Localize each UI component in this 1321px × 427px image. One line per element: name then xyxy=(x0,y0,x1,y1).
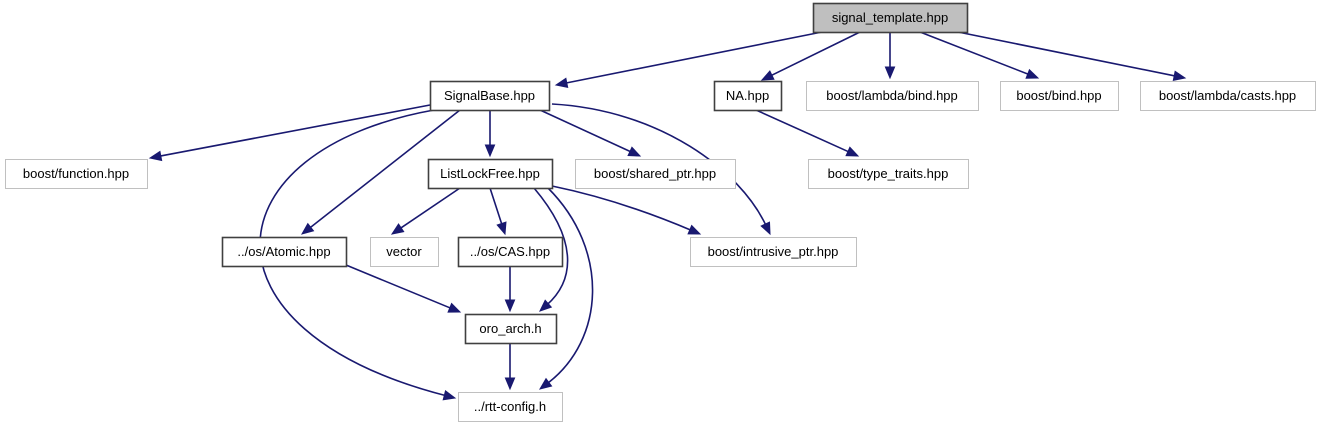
arrowhead-listlockfree-to-vector xyxy=(390,223,405,235)
arrowhead-signalbase-to-rtt_config xyxy=(442,389,457,401)
edge-signal_template-to-lambda_casts xyxy=(957,31,1177,77)
node-box-cas[interactable] xyxy=(457,236,564,268)
edge-signal_template-to-signalbase xyxy=(564,31,823,85)
edge-signalbase-to-intrusive_ptr xyxy=(551,103,767,227)
node-label-vector: vector xyxy=(386,244,422,259)
node-box-atomic[interactable] xyxy=(221,236,348,268)
edge-layer xyxy=(148,31,1187,401)
arrowhead-listlockfree-to-rtt_config xyxy=(538,377,553,390)
arrowhead-signal_template-to-lambda_bind xyxy=(884,66,896,80)
node-box-boost_bind[interactable] xyxy=(1000,81,1119,111)
node-na[interactable]: NA.hpp xyxy=(713,80,783,112)
arrowhead-oro_arch-to-rtt_config xyxy=(504,377,516,391)
node-boost_function[interactable]: boost/function.hpp xyxy=(5,159,148,189)
node-cas[interactable]: ../os/CAS.hpp xyxy=(457,236,564,268)
node-box-boost_function[interactable] xyxy=(5,159,148,189)
node-boost_bind[interactable]: boost/bind.hpp xyxy=(1000,81,1119,111)
arrowhead-na-to-type_traits xyxy=(845,146,860,157)
edge-signalbase-to-atomic xyxy=(308,109,461,230)
node-label-intrusive_ptr: boost/intrusive_ptr.hpp xyxy=(708,244,839,259)
node-label-listlockfree: ListLockFree.hpp xyxy=(440,166,540,181)
arrowhead-signalbase-to-boost_function xyxy=(148,150,163,162)
edge-atomic-to-oro_arch xyxy=(345,264,452,310)
edge-signal_template-to-na xyxy=(769,31,861,77)
arrowhead-signal_template-to-boost_bind xyxy=(1025,68,1040,79)
node-label-shared_ptr: boost/shared_ptr.hpp xyxy=(594,166,716,181)
node-box-rtt_config[interactable] xyxy=(458,392,563,422)
arrowhead-signal_template-to-na xyxy=(760,70,775,81)
node-box-listlockfree[interactable] xyxy=(427,158,554,190)
node-label-lambda_bind: boost/lambda/bind.hpp xyxy=(826,88,958,103)
edge-listlockfree-to-vector xyxy=(399,187,461,230)
edge-listlockfree-to-oro_arch xyxy=(533,187,569,306)
node-lambda_bind[interactable]: boost/lambda/bind.hpp xyxy=(806,81,979,111)
node-signalbase[interactable]: SignalBase.hpp xyxy=(429,80,551,112)
edge-listlockfree-to-cas xyxy=(489,187,503,226)
edge-signalbase-to-boost_function xyxy=(158,104,431,158)
node-label-cas: ../os/CAS.hpp xyxy=(470,244,550,259)
edge-na-to-type_traits xyxy=(755,109,851,154)
node-label-oro_arch: oro_arch.h xyxy=(479,321,541,336)
node-label-boost_function: boost/function.hpp xyxy=(23,166,129,181)
node-listlockfree[interactable]: ListLockFree.hpp xyxy=(427,158,554,190)
arrowhead-listlockfree-to-intrusive_ptr xyxy=(687,224,702,235)
arrowhead-signalbase-to-intrusive_ptr xyxy=(760,221,771,236)
edge-signal_template-to-boost_bind xyxy=(919,31,1030,76)
node-signal_template[interactable]: signal_template.hpp xyxy=(812,2,969,34)
node-box-vector[interactable] xyxy=(370,237,439,267)
node-box-shared_ptr[interactable] xyxy=(575,159,736,189)
node-box-na[interactable] xyxy=(713,80,783,112)
node-label-lambda_casts: boost/lambda/casts.hpp xyxy=(1159,88,1296,103)
node-label-rtt_config: ../rtt-config.h xyxy=(474,399,546,414)
node-box-intrusive_ptr[interactable] xyxy=(690,237,857,267)
node-box-lambda_casts[interactable] xyxy=(1140,81,1316,111)
node-label-boost_bind: boost/bind.hpp xyxy=(1016,88,1101,103)
arrowhead-signal_template-to-signalbase xyxy=(554,77,569,89)
edge-listlockfree-to-intrusive_ptr xyxy=(551,185,693,232)
edge-listlockfree-to-rtt_config xyxy=(546,187,594,385)
node-box-oro_arch[interactable] xyxy=(464,313,558,345)
node-label-type_traits: boost/type_traits.hpp xyxy=(828,166,949,181)
node-type_traits[interactable]: boost/type_traits.hpp xyxy=(808,159,969,189)
node-box-type_traits[interactable] xyxy=(808,159,969,189)
node-shared_ptr[interactable]: boost/shared_ptr.hpp xyxy=(575,159,736,189)
node-atomic[interactable]: ../os/Atomic.hpp xyxy=(221,236,348,268)
node-box-signalbase[interactable] xyxy=(429,80,551,112)
arrowhead-signal_template-to-lambda_casts xyxy=(1172,70,1187,81)
node-box-signal_template[interactable] xyxy=(812,2,969,34)
node-box-lambda_bind[interactable] xyxy=(806,81,979,111)
node-vector[interactable]: vector xyxy=(370,237,439,267)
arrowhead-atomic-to-oro_arch xyxy=(447,302,462,313)
arrowhead-listlockfree-to-oro_arch xyxy=(539,299,553,312)
node-label-atomic: ../os/Atomic.hpp xyxy=(237,244,330,259)
arrowhead-signalbase-to-shared_ptr xyxy=(627,146,642,157)
node-label-na: NA.hpp xyxy=(726,88,769,103)
node-label-signalbase: SignalBase.hpp xyxy=(444,88,535,103)
node-intrusive_ptr[interactable]: boost/intrusive_ptr.hpp xyxy=(690,237,857,267)
arrowhead-cas-to-oro_arch xyxy=(504,299,516,313)
node-rtt_config[interactable]: ../rtt-config.h xyxy=(458,392,563,422)
edge-signalbase-to-shared_ptr xyxy=(539,109,633,153)
node-lambda_casts[interactable]: boost/lambda/casts.hpp xyxy=(1140,81,1316,111)
node-label-signal_template: signal_template.hpp xyxy=(832,10,948,25)
arrowhead-signalbase-to-atomic xyxy=(300,222,315,235)
arrowhead-signalbase-to-listlockfree xyxy=(484,144,496,158)
arrowhead-listlockfree-to-cas xyxy=(496,221,507,236)
node-oro_arch[interactable]: oro_arch.h xyxy=(464,313,558,345)
